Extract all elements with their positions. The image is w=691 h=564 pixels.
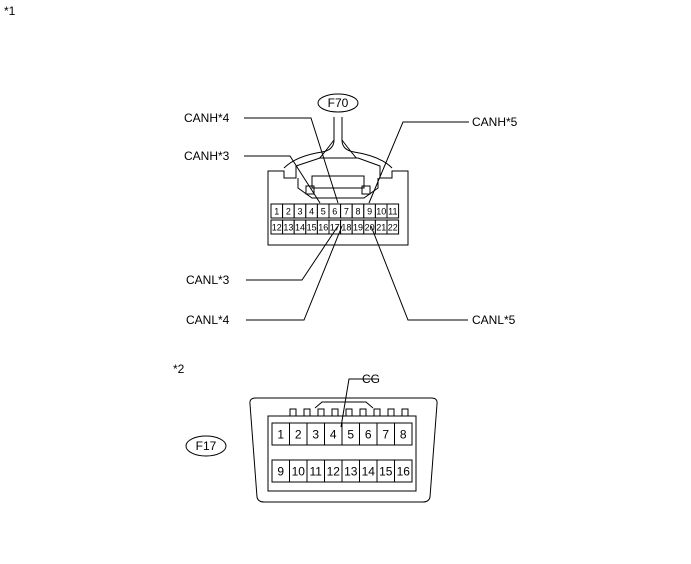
connector-f70-id: F70 <box>328 96 349 110</box>
section-marker-1: *1 <box>4 4 16 18</box>
connector-f70-leaders <box>244 117 469 321</box>
f70-pin-number: 22 <box>388 223 398 233</box>
f17-rib <box>401 408 409 417</box>
f17-pin-number: 15 <box>379 465 393 479</box>
connector-f17-id-badge <box>185 435 227 457</box>
f70-pin-cell <box>386 219 400 235</box>
f17-rib <box>345 408 353 417</box>
f17-pin-number: 11 <box>310 465 323 479</box>
f17-pin-number: 12 <box>327 465 341 479</box>
f70-pin-number: 9 <box>367 207 372 217</box>
f17-pin-number: 5 <box>347 428 354 442</box>
f17-pin-number: 6 <box>365 428 372 442</box>
label-canl4: CANL*4 <box>186 313 230 327</box>
label-canh5: CANH*5 <box>472 115 518 129</box>
f17-pin-cell <box>394 422 413 446</box>
f17-pin-number: 10 <box>292 465 306 479</box>
f70-pin-number: 5 <box>321 207 326 217</box>
connector-f17-id: F17 <box>196 439 217 453</box>
f17-pin-number: 9 <box>277 465 284 479</box>
f70-pin-number: 3 <box>297 207 302 217</box>
f17-rib <box>331 408 339 417</box>
f17-pin-cell <box>394 459 413 483</box>
f17-pin-number: 16 <box>397 465 411 479</box>
f70-pin-number: 8 <box>355 207 360 217</box>
label-canh4: CANH*4 <box>184 111 230 125</box>
f70-pin-number: 16 <box>318 223 328 233</box>
f70-pin-number: 10 <box>376 207 386 217</box>
f70-pin-number: 14 <box>295 223 305 233</box>
f17-rib <box>317 408 325 417</box>
f70-pin-number: 17 <box>330 223 340 233</box>
f70-pin-number: 13 <box>283 223 293 233</box>
f70-pin-number: 7 <box>344 207 349 217</box>
f70-pin-number: 20 <box>365 223 375 233</box>
label-canl5: CANL*5 <box>472 313 516 327</box>
f70-pin-cell <box>386 203 400 219</box>
label-canl3: CANL*3 <box>186 273 230 287</box>
label-canh3: CANH*3 <box>184 149 230 163</box>
f17-rib <box>289 408 297 417</box>
f70-pin-number: 4 <box>309 207 314 217</box>
f17-rib <box>387 408 395 417</box>
f70-pin-number: 18 <box>341 223 351 233</box>
f17-rib <box>303 408 311 417</box>
label-cg: CG <box>362 372 380 386</box>
f17-pin-number: 3 <box>312 428 319 442</box>
f70-pin-number: 11 <box>388 207 397 217</box>
connector-f70-id-badge <box>317 93 359 113</box>
cg-leader <box>340 378 379 428</box>
f70-pin-number: 6 <box>332 207 337 217</box>
f70-pin-number: 1 <box>274 207 279 217</box>
f17-pin-number: 7 <box>382 428 389 442</box>
f17-pin-number: 1 <box>277 428 284 442</box>
section-marker-2: *2 <box>173 362 185 376</box>
f17-pin-number: 8 <box>400 428 407 442</box>
f70-pin-number: 15 <box>307 223 317 233</box>
f70-pin-number: 21 <box>376 223 386 233</box>
f70-pin-number: 12 <box>272 223 282 233</box>
f17-pin-number: 2 <box>295 428 302 442</box>
f70-pin-number: 2 <box>286 207 291 217</box>
f70-pin-number: 19 <box>353 223 363 233</box>
f17-rib <box>359 408 367 417</box>
f17-pin-number: 14 <box>362 465 376 479</box>
f17-pin-number: 4 <box>330 428 337 442</box>
f17-rib <box>373 408 381 417</box>
f17-pin-number: 13 <box>344 465 358 479</box>
